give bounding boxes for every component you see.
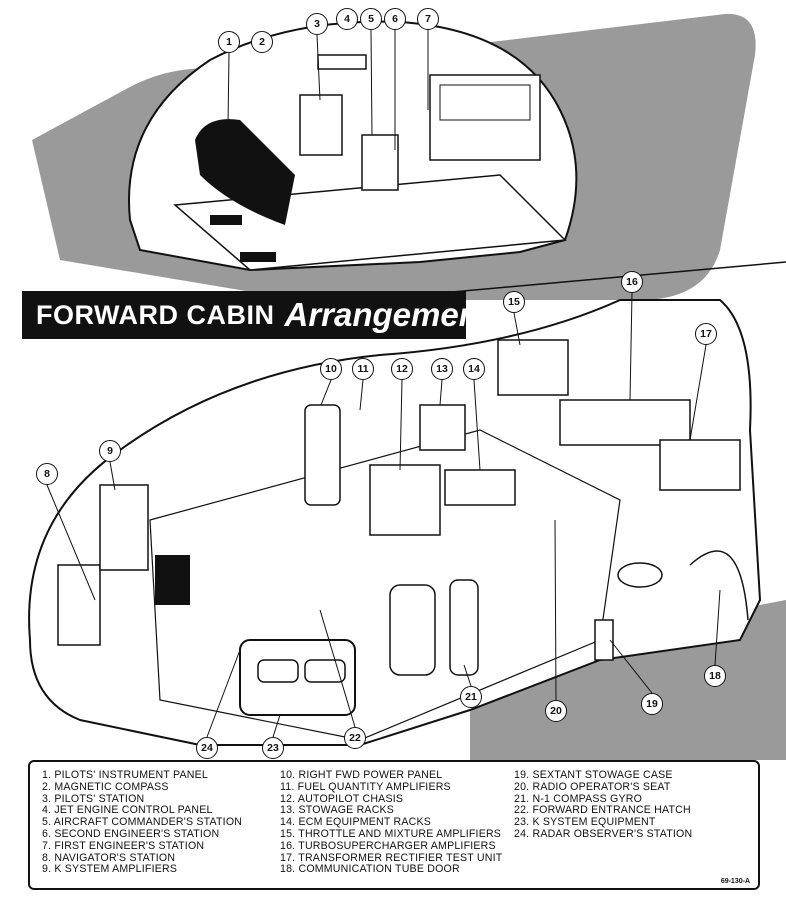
callout-22: 22 — [344, 727, 366, 749]
legend-item-8: 8. NAVIGATOR'S STATION — [42, 851, 176, 864]
callout-24: 24 — [196, 737, 218, 759]
legend-item-15: 15. THROTTLE AND MIXTURE AMPLIFIERS — [280, 827, 502, 840]
lower-hatch-a — [155, 555, 190, 605]
callout-13: 13 — [431, 358, 453, 380]
upper-overhead — [317, 54, 367, 70]
autopilot-chasis-shape — [369, 464, 441, 536]
callout-5: 5 — [360, 8, 382, 30]
callout-17: 17 — [695, 323, 717, 345]
pilots-instrument-panel-shape — [195, 119, 295, 225]
entrance-hatch-ring — [617, 562, 663, 588]
upper-console-panel — [439, 84, 531, 121]
ecm-rack-shape — [444, 469, 516, 506]
legend-item-17: 17. TRANSFORMER RECTIFIER TEST UNIT — [280, 851, 503, 864]
legend-item-13: 13. STOWAGE RACKS — [280, 804, 395, 817]
legend-column-1: 1. PILOTS' INSTRUMENT PANEL 2. MAGNETIC … — [42, 769, 243, 876]
legend-item-24: 24. RADAR OBSERVER'S STATION — [514, 827, 693, 840]
k-system-rack — [99, 484, 149, 571]
legend-item-10: 10. RIGHT FWD POWER PANEL — [280, 769, 443, 781]
diagram-title-banner: FORWARD CABIN Arrangement — [22, 291, 490, 339]
legend-item-21: 21. N-1 COMPASS GYRO — [514, 792, 643, 805]
callout-11: 11 — [352, 358, 374, 380]
callout-18: 18 — [704, 665, 726, 687]
upper-seat-b — [361, 134, 399, 191]
callout-16: 16 — [621, 271, 643, 293]
legend-column-3: 19. SEXTANT STOWAGE CASE 20. RADIO OPERA… — [514, 769, 693, 841]
callout-23: 23 — [262, 737, 284, 759]
callout-21: 21 — [460, 686, 482, 708]
callout-2: 2 — [251, 31, 273, 53]
legend-item-6: 6. SECOND ENGINEER'S STATION — [42, 827, 220, 840]
legend-item-5: 5. AIRCRAFT COMMANDER'S STATION — [42, 816, 243, 829]
legend-item-1: 1. PILOTS' INSTRUMENT PANEL — [42, 769, 208, 781]
callout-4: 4 — [336, 8, 358, 30]
legend-item-9: 9. K SYSTEM AMPLIFIERS — [42, 863, 178, 876]
legend-box: 1. PILOTS' INSTRUMENT PANEL 2. MAGNETIC … — [28, 760, 760, 890]
legend-item-2: 2. MAGNETIC COMPASS — [42, 780, 169, 793]
leader-lines — [46, 29, 721, 738]
sextant-case-shape — [594, 619, 614, 661]
title-part-1: FORWARD CABIN — [36, 299, 275, 330]
stowage-rack-shape — [419, 404, 466, 451]
callout-15: 15 — [503, 291, 525, 313]
legend-item-16: 16. TURBOSUPERCHARGER AMPLIFIERS — [280, 839, 496, 852]
legend-item-19: 19. SEXTANT STOWAGE CASE — [514, 769, 673, 781]
legend-item-4: 4. JET ENGINE CONTROL PANEL — [42, 804, 213, 817]
callout-6: 6 — [384, 8, 406, 30]
legend-item-3: 3. PILOTS' STATION — [42, 792, 145, 805]
legend-item-12: 12. AUTOPILOT CHASIS — [280, 792, 404, 805]
callout-8: 8 — [36, 463, 58, 485]
turbo-amp-shape — [559, 399, 691, 446]
comm-tube-door — [689, 550, 749, 621]
radar-screen-a — [257, 659, 299, 683]
drawing-code: 69-130-A — [720, 878, 750, 885]
throttle-amp-shape — [497, 339, 569, 396]
callout-7: 7 — [417, 8, 439, 30]
navigator-rack — [57, 564, 101, 646]
upper-console — [429, 74, 541, 161]
callout-12: 12 — [391, 358, 413, 380]
callout-20: 20 — [545, 700, 567, 722]
power-panel-shape — [304, 404, 341, 506]
legend-item-11: 11. FUEL QUANTITY AMPLIFIERS — [280, 780, 451, 793]
legend-item-14: 14. ECM EQUIPMENT RACKS — [280, 816, 431, 829]
callout-10: 10 — [320, 358, 342, 380]
callout-14: 14 — [463, 358, 485, 380]
legend-item-22: 22. FORWARD ENTRANCE HATCH — [514, 804, 691, 817]
upper-hatch-a — [210, 215, 242, 225]
legend-item-7: 7. FIRST ENGINEER'S STATION — [42, 839, 205, 852]
legend-item-18: 18. COMMUNICATION TUBE DOOR — [280, 863, 460, 876]
legend-item-20: 20. RADIO OPERATOR'S SEAT — [514, 780, 671, 793]
upper-hatch-b — [240, 252, 276, 262]
upper-seat-a — [299, 94, 343, 156]
callout-3: 3 — [306, 13, 328, 35]
callout-1: 1 — [218, 31, 240, 53]
legend-column-2: 10. RIGHT FWD POWER PANEL 11. FUEL QUANT… — [280, 769, 503, 876]
seat-back-shape — [389, 584, 436, 676]
legend-item-23: 23. K SYSTEM EQUIPMENT — [514, 816, 656, 829]
callout-19: 19 — [641, 693, 663, 715]
callout-9: 9 — [99, 440, 121, 462]
title-part-2: Arrangement — [284, 296, 490, 333]
compass-gyro-shape — [449, 579, 479, 676]
rectifier-shape — [659, 439, 741, 491]
radar-screen-b — [304, 659, 346, 683]
